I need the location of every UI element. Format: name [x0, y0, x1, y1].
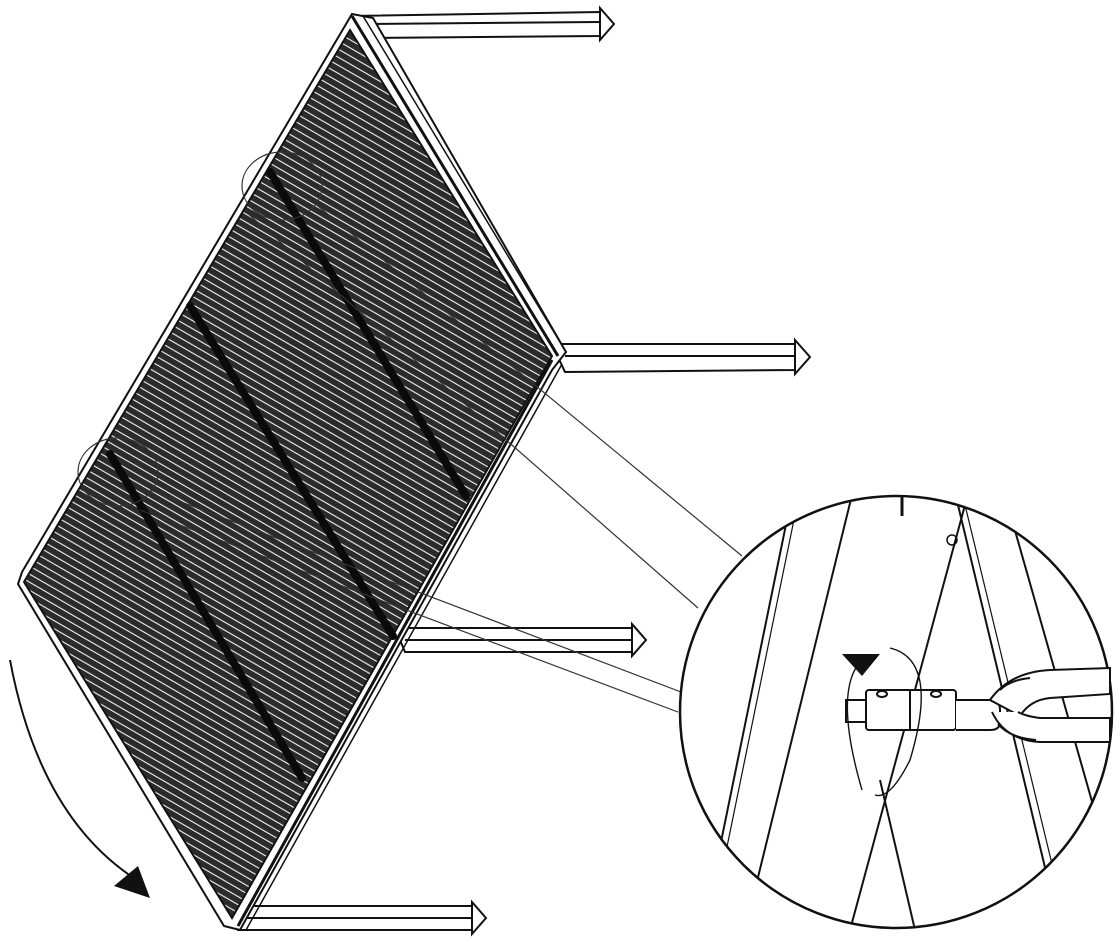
- leader-lines: [139, 205, 743, 713]
- detail-marker-lower: [77, 437, 159, 507]
- magnified-hinge-detail: [678, 494, 1114, 930]
- leg-2: [550, 337, 812, 377]
- hinge-handle: [988, 666, 1111, 743]
- rib-1: [266, 168, 470, 500]
- leg-3: [393, 621, 648, 659]
- rotation-arrowhead-icon: [114, 866, 150, 898]
- hinge-pin: [845, 689, 1001, 731]
- leg-1: [349, 5, 616, 43]
- rotation-ring-arrowhead-icon: [842, 654, 880, 676]
- rib-2: [186, 302, 397, 640]
- support-legs: [228, 5, 812, 937]
- leg-4: [228, 899, 488, 937]
- rotation-arrow: [9, 659, 150, 898]
- detail-marker-upper: [241, 151, 323, 221]
- rib-3: [106, 450, 306, 782]
- panel-ribs: [106, 168, 470, 782]
- hatched-panel: [22, 15, 567, 931]
- detail-markers: [77, 151, 323, 507]
